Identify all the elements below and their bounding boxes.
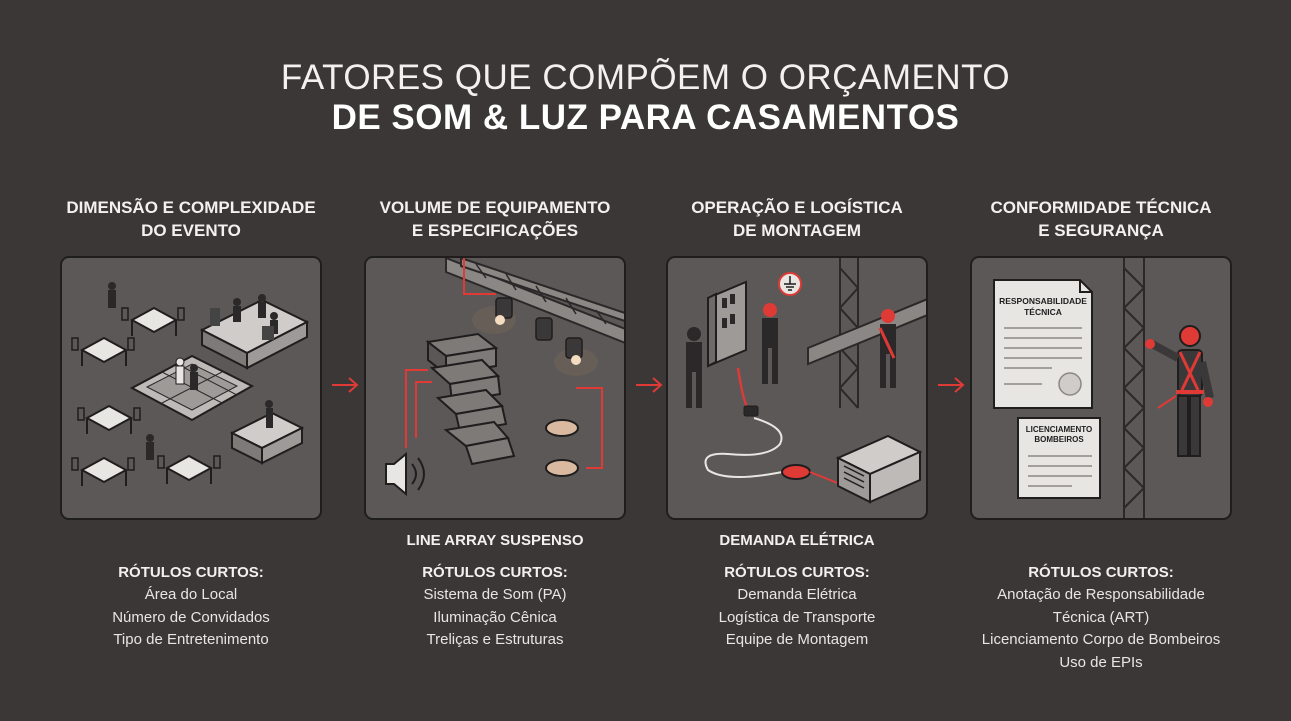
heading-line2: E ESPECIFICAÇÕES (411, 221, 579, 240)
label-item: Área do Local (144, 586, 238, 603)
document-title-line2: BOMBEIROS (1034, 435, 1084, 444)
panel-caption: LINE ARRAY SUSPENSO (406, 532, 584, 549)
electrical-panel (707, 280, 747, 368)
heading-line1: CONFORMIDADE TÉCNICA (990, 198, 1212, 217)
label-item: Uso de EPIs (1059, 653, 1143, 671)
label-item: Iluminação Cênica (433, 608, 557, 626)
panel-venue-illustration (60, 256, 322, 520)
stage-lights (472, 297, 598, 376)
guests (108, 282, 198, 460)
heading-line2: DO EVENTO (141, 221, 241, 240)
label-item: Número de Convidados (112, 608, 270, 626)
fire-department-license-document: LICENCIAMENTO BOMBEIROS (1017, 417, 1101, 499)
panel-operation-illustration (666, 256, 928, 520)
page-title-line2: DE SOM & LUZ PARA CASAMENTOS (331, 98, 960, 137)
heading-line1: VOLUME DE EQUIPAMENTO (379, 198, 611, 217)
labels-heading: RÓTULOS CURTOS: (422, 564, 568, 581)
seal-icon (1058, 372, 1082, 396)
power-cable (704, 367, 793, 478)
column-heading: DIMENSÃO E COMPLEXIDADE DO EVENTO (46, 196, 336, 242)
labels-heading: RÓTULOS CURTOS: (118, 564, 264, 581)
heading-line1: DIMENSÃO E COMPLEXIDADE (66, 198, 316, 217)
technical-responsibility-document: RESPONSABILIDADE TÉCNICA (993, 279, 1093, 409)
label-item: Anotação de Responsabilidade (997, 586, 1205, 603)
document-title-line1: LICENCIAMENTO (1026, 425, 1093, 434)
venue-layout-illustration (71, 282, 310, 486)
crew-members (686, 303, 896, 408)
guest-tables (79, 306, 214, 486)
label-item: Técnica (ART) (1052, 608, 1150, 626)
column-heading: CONFORMIDADE TÉCNICA E SEGURANÇA (956, 196, 1246, 242)
floor-lights (545, 419, 579, 477)
heading-line2: DE MONTAGEM (732, 221, 862, 240)
document-title-line2: TÉCNICA (1024, 307, 1062, 317)
label-item: Equipe de Montagem (725, 631, 869, 648)
arrow-right-icon (636, 377, 663, 393)
truss-tower (1122, 258, 1146, 518)
label-item: Treliças e Estruturas (426, 631, 564, 648)
arrow-right-icon (332, 377, 359, 393)
signal-cables (405, 258, 603, 469)
heading-line1: OPERAÇÃO E LOGÍSTICA (691, 198, 903, 217)
short-labels: RÓTULOS CURTOS: Anotação de Responsabili… (956, 562, 1246, 674)
line-array-speakers (425, 332, 516, 466)
panel-compliance-illustration: RESPONSABILIDADE TÉCNICA LICENCIAMENTO B… (970, 256, 1232, 520)
truss-tower (807, 258, 926, 409)
page-title-line1: FATORES QUE COMPÕEM O ORÇAMENTO (280, 58, 1011, 97)
heading-line2: E SEGURANÇA (1038, 221, 1164, 240)
generator (835, 434, 923, 504)
label-item: Licenciamento Corpo de Bombeiros (981, 631, 1221, 648)
short-labels: RÓTULOS CURTOS: Sistema de Som (PA) Ilum… (350, 562, 640, 652)
truss (445, 258, 624, 344)
speaker-icon (385, 451, 425, 497)
arrow-right-icon (938, 377, 965, 393)
panel-caption: DEMANDA ELÉTRICA (719, 532, 875, 549)
chairs (71, 307, 221, 471)
label-item: Logística de Transporte (718, 608, 876, 626)
compliance-illustration: RESPONSABILIDADE TÉCNICA LICENCIAMENTO B… (993, 258, 1214, 518)
line-array-illustration (385, 258, 624, 497)
column-heading: VOLUME DE EQUIPAMENTO E ESPECIFICAÇÕES (350, 196, 640, 242)
labels-heading: RÓTULOS CURTOS: (724, 564, 870, 581)
power-connector (781, 464, 811, 480)
ground-symbol-icon (778, 272, 802, 296)
document-title-line1: RESPONSABILIDADE (999, 296, 1087, 306)
electrical-setup-illustration (686, 258, 926, 504)
short-labels: RÓTULOS CURTOS: Demanda Elétrica Logísti… (652, 562, 942, 652)
panel-equipment-illustration (364, 256, 626, 520)
band-figures (210, 294, 278, 340)
labels-heading: RÓTULOS CURTOS: (1028, 564, 1174, 581)
column-heading: OPERAÇÃO E LOGÍSTICA DE MONTAGEM (652, 196, 942, 242)
label-item: Demanda Elétrica (737, 586, 857, 603)
short-labels: RÓTULOS CURTOS: Área do Local Número de … (46, 562, 336, 652)
truss-lattice (475, 263, 607, 325)
label-item: Tipo de Entretenimento (113, 631, 269, 648)
climber-with-ppe (1145, 325, 1214, 457)
label-item: Sistema de Som (PA) (423, 586, 567, 603)
